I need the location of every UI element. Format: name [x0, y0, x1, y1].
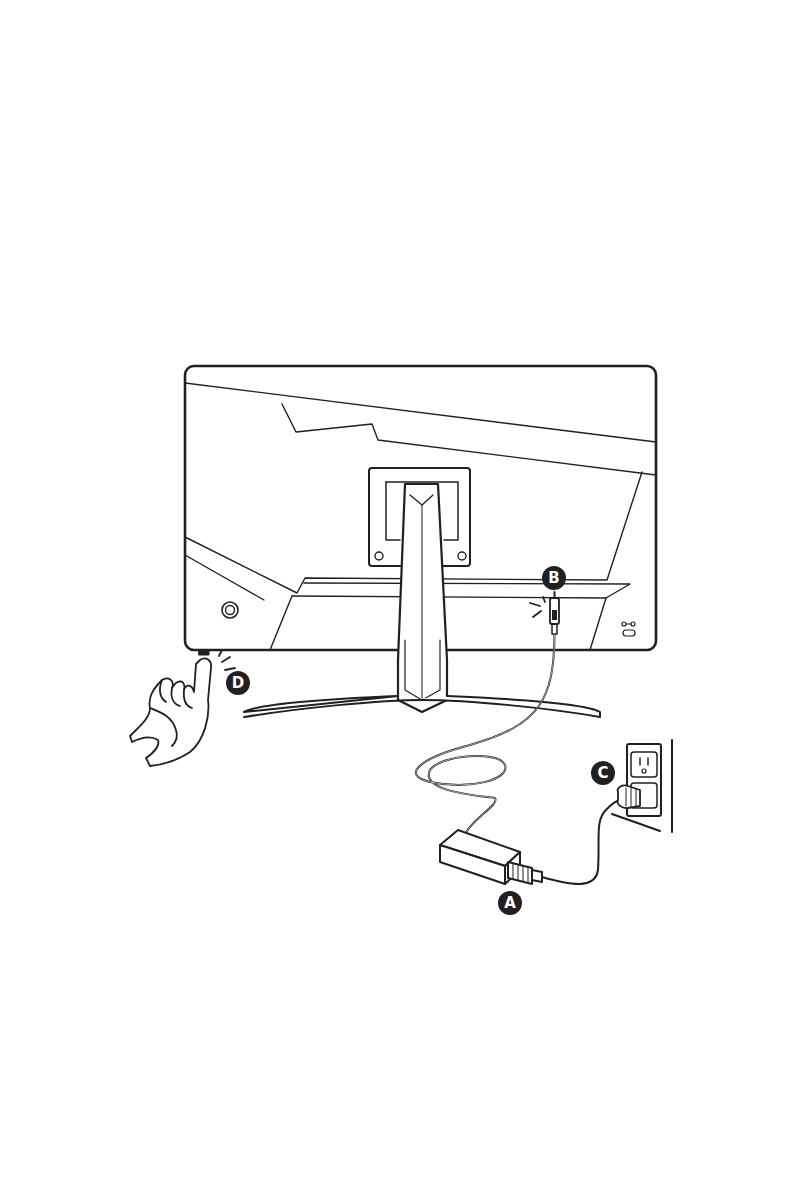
callout-letter: D: [226, 671, 250, 695]
action-marks: [219, 597, 545, 670]
ac-cable: [542, 798, 624, 884]
hand: [130, 658, 211, 766]
callout-letter: A: [498, 891, 522, 915]
dc-plug: [550, 598, 559, 624]
kensington-lock: [622, 622, 635, 636]
dc-cable: [416, 634, 555, 835]
stand-neck: [398, 484, 447, 712]
joystick: [222, 602, 238, 618]
callout-letter: C: [591, 761, 615, 785]
plug-grip: [513, 864, 528, 882]
wall-plug: [618, 785, 640, 808]
callout-discs: [226, 566, 615, 915]
stand-base: [244, 696, 600, 717]
power-adapter: [440, 830, 542, 884]
callout-letter: B: [542, 566, 566, 590]
wall-outlet: [612, 740, 672, 832]
